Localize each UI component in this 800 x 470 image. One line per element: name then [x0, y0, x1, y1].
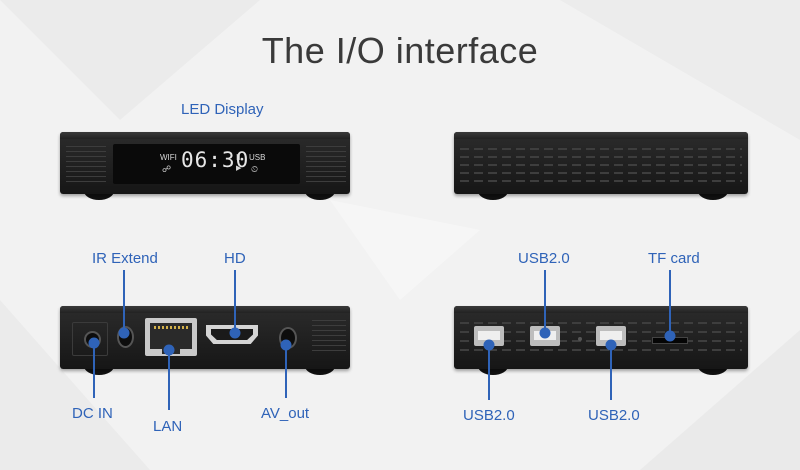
led-time: 06:30 [181, 148, 250, 172]
pause-icon: II [236, 153, 241, 162]
lan-label: LAN [153, 418, 183, 435]
network-icon: ☍ [162, 164, 172, 174]
dc-in-port [72, 322, 108, 356]
dc-in-label: DC IN [72, 405, 113, 422]
usb-top-label: USB2.0 [518, 250, 570, 267]
page-title: The I/O interface [261, 30, 539, 71]
usb-left-label: USB2.0 [463, 407, 515, 424]
usb-right-label: USB2.0 [588, 407, 640, 424]
av-out-label: AV_out [261, 405, 310, 422]
ir-extend-port [117, 326, 134, 348]
front-box-foot-right [305, 191, 335, 200]
usb-port-2 [530, 326, 560, 346]
alarm-icon: ⏲ [251, 164, 259, 174]
ir-extend-label: IR Extend [92, 250, 158, 267]
tf-card-label: TF card [648, 250, 700, 267]
av-out-port [279, 327, 297, 349]
tf-card-slot [652, 337, 688, 344]
led-wifi-text: WIFI [160, 153, 177, 162]
usb-port-1 [474, 326, 504, 346]
led-display-panel [113, 144, 300, 184]
led-display-label: LED Display [181, 101, 264, 118]
led-usb-text: USB [249, 153, 266, 162]
usb-port-3 [596, 326, 626, 346]
play-icon: ▶ [236, 165, 242, 172]
hd-label: HD [224, 250, 246, 267]
indicator-dot [578, 337, 582, 341]
front-box-foot-left [84, 191, 114, 200]
